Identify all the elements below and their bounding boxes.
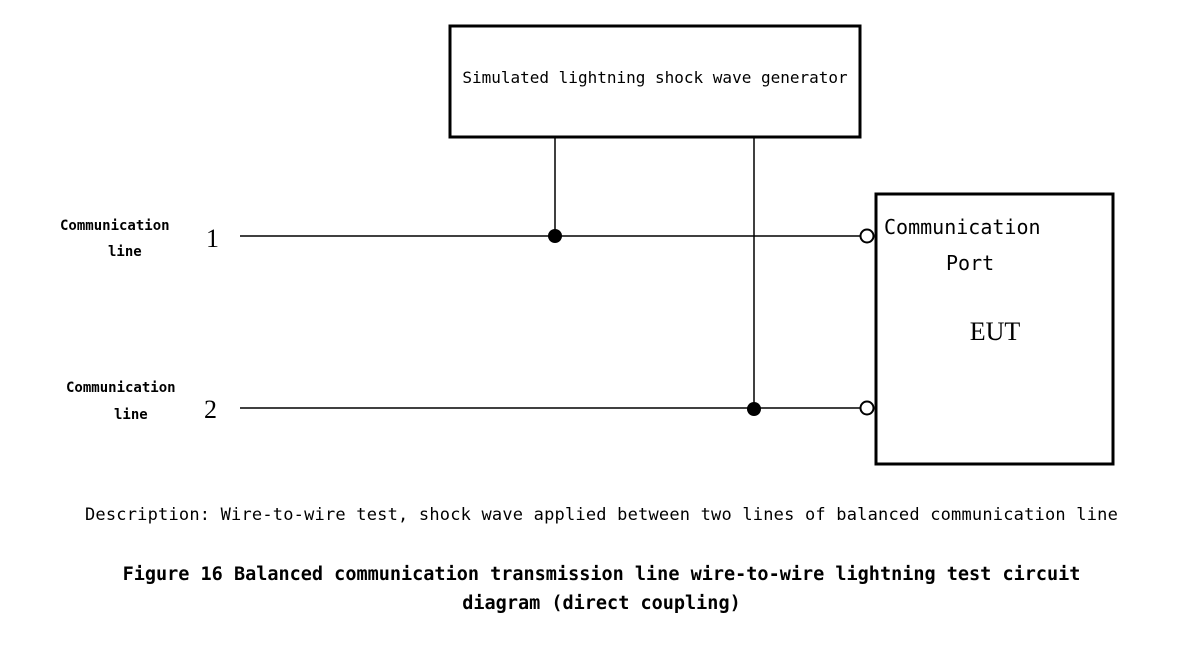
line-1-label-bottom: line [108, 244, 142, 260]
port-terminal-1 [859, 228, 875, 244]
eut-label: EUT [970, 317, 1021, 346]
generator-box [448, 24, 862, 139]
line-2-label-bottom: line [114, 407, 148, 423]
eut-port-label-line2: Port [946, 251, 994, 275]
junction-dot-1 [548, 229, 562, 243]
figure-caption-line-2: diagram (direct coupling) [462, 593, 741, 614]
eut-box [874, 192, 1115, 466]
line-1-number: 1 [206, 224, 219, 253]
line-2-number: 2 [204, 395, 217, 424]
line-1-label-top: Communication [60, 218, 170, 234]
port-terminal-2 [859, 400, 875, 416]
line-2-label-top: Communication [66, 380, 176, 396]
figure-caption: Figure 16 Balanced communication transmi… [0, 560, 1203, 618]
circuit-diagram: Simulated lightning shock wave generator… [60, 24, 1115, 466]
figure-caption-line-1: Figure 16 Balanced communication transmi… [122, 564, 1081, 585]
description-text: Description: Wire-to-wire test, shock wa… [84, 505, 1119, 525]
junction-dot-2 [747, 402, 761, 416]
eut-port-label-line1: Communication [884, 215, 1041, 239]
generator-label: Simulated lightning shock wave generator [462, 68, 848, 87]
